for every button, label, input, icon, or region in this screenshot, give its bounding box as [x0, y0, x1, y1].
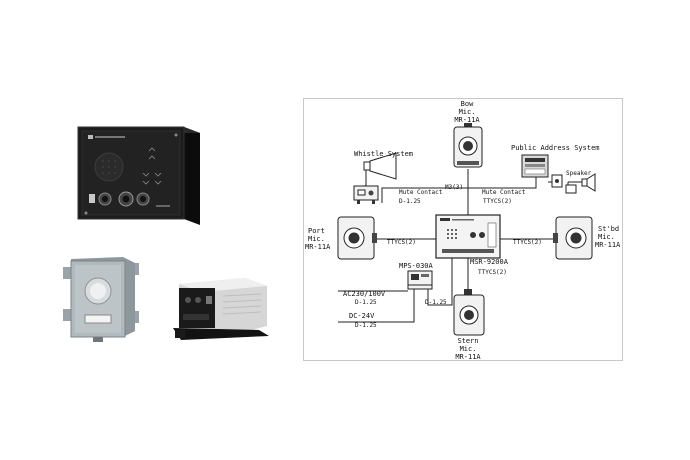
control-panel-photo: [76, 121, 204, 231]
bow-mic-model: MR-11A: [454, 116, 480, 124]
stbd-mic-title: St'bd: [598, 225, 619, 233]
bow-mic-sub: Mic.: [459, 108, 476, 116]
bow-cable-label: M3(3): [445, 184, 463, 191]
power-unit: [407, 270, 433, 290]
speaker-label: Speaker: [566, 170, 592, 177]
stern-cable-label: TTYCS(2): [478, 269, 507, 276]
ac-label: AC230/100V: [343, 290, 386, 298]
psu-to-main-line: [427, 257, 453, 306]
stbd-mic: [553, 216, 593, 260]
pa-panel-icon: [551, 174, 563, 188]
whistle-controller-icon: [353, 185, 379, 204]
public-address-label: Public Address System: [511, 144, 600, 152]
junction-box-photo: [63, 253, 147, 343]
power-unit-label: MPS-030A: [399, 262, 434, 270]
bow-mic-title: Bow: [461, 100, 474, 108]
port-mic-title: Port: [308, 227, 325, 235]
whistle-system-label: Whistle System: [354, 150, 413, 158]
mute-contact-left-label: Mute Contact: [399, 189, 443, 196]
pa-line: [468, 177, 537, 189]
mute-contact-left-cable: D-1.25: [399, 198, 421, 205]
main-unit: [435, 214, 501, 259]
stern-mic-title: Stern: [457, 337, 478, 345]
speaker-icon: [565, 173, 596, 194]
dc-line: [338, 289, 415, 323]
power-supply-photo: [173, 270, 273, 342]
port-mic-sub: Mic.: [308, 235, 325, 243]
ac-cable-label: D-1.25: [355, 299, 377, 306]
port-mic-model: MR-11A: [305, 243, 331, 251]
stbd-mic-sub: Mic.: [598, 233, 615, 241]
stern-mic-sub: Mic.: [460, 345, 477, 353]
dc-label: DC-24V: [349, 312, 375, 320]
stbd-mic-model: MR-11A: [595, 241, 621, 249]
stern-mic: [453, 289, 485, 336]
main-unit-label: MSR-9200A: [470, 258, 509, 266]
pa-amplifier-icon: [521, 154, 549, 178]
stbd-cable-label: TTYCS(2): [513, 239, 542, 246]
mute-contact-right-label: Mute Contact: [482, 189, 526, 196]
port-mic: [337, 216, 377, 260]
bow-mic: [453, 123, 483, 168]
dc-cable-label: D-1.25: [355, 322, 377, 329]
psu-cable-label: D-1.25: [425, 299, 447, 306]
port-cable-label: TTYCS(2): [387, 239, 416, 246]
whistle-line: [381, 187, 468, 203]
mute-contact-right-cable: TTYCS(2): [483, 198, 512, 205]
system-diagram: Bow Mic. MR-11A M3(3) Whistle System Mut…: [303, 98, 623, 361]
stern-mic-model: MR-11A: [455, 353, 481, 361]
whistle-horn-icon: [362, 152, 397, 188]
